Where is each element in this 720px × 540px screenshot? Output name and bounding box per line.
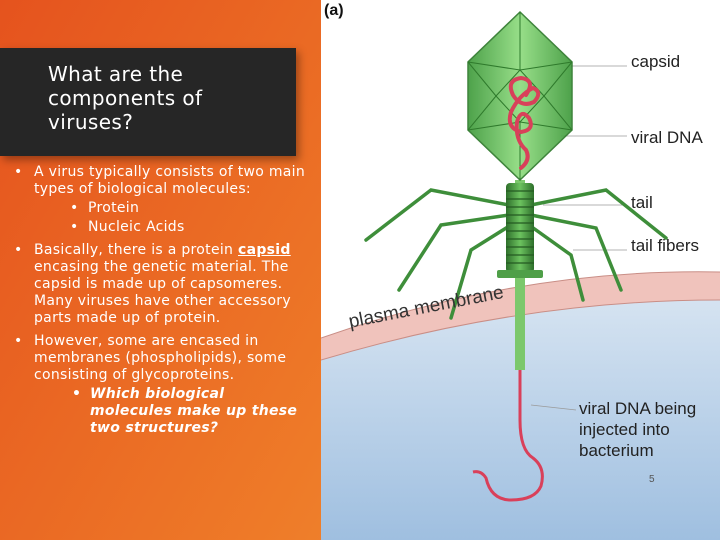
bacteriophage-figure: (a) capsid viral DNA tail tail fibers pl…	[321, 0, 720, 540]
sub-bullet-text: Protein	[88, 200, 140, 216]
bullet-item: • Basically, there is a protein capsid e…	[14, 242, 306, 327]
injected-dna	[472, 360, 544, 502]
bullet-list: • A virus typically consists of two main…	[14, 164, 306, 442]
capsid-head	[467, 10, 573, 182]
label-tail-fibers: tail fibers	[631, 236, 700, 255]
tail-sheath	[497, 183, 543, 278]
page-number: 5	[649, 474, 655, 485]
capsid-term: capsid	[237, 242, 291, 258]
label-tail: tail	[631, 193, 653, 212]
bullet-dot: •	[14, 242, 23, 258]
bullet-item: • However, some are encased in membranes…	[14, 333, 306, 437]
plasma-membrane	[321, 271, 720, 360]
bullet-dot: •	[70, 219, 79, 235]
label-viral-dna: viral DNA	[631, 128, 703, 147]
sub-bullet-item: • Which biological molecules make up the…	[72, 386, 306, 437]
label-dna-injection: viral DNA being injected into bacterium	[579, 399, 697, 460]
leader-lines	[530, 65, 627, 411]
title-box: What are the components of viruses?	[0, 48, 296, 156]
bullet-text-pre: Basically, there is a protein	[34, 242, 238, 258]
panel-label: (a)	[324, 2, 344, 19]
sub-bullet-item: • Protein	[70, 200, 306, 217]
bullet-text: A virus typically consists of two main t…	[34, 164, 306, 197]
bullet-text-post: encasing the genetic material. The capsi…	[34, 259, 291, 326]
sub-bullet-text: Nucleic Acids	[88, 219, 185, 235]
bullet-text: However, some are encased in membranes (…	[34, 333, 287, 383]
bullet-item: • A virus typically consists of two main…	[14, 164, 306, 236]
sub-bullet-item: • Nucleic Acids	[70, 219, 306, 236]
tail-fibers	[364, 188, 668, 320]
slide-title: What are the components of viruses?	[48, 62, 203, 134]
bullet-dot: •	[72, 386, 82, 402]
viral-dna	[507, 75, 541, 170]
bacteriophage-illustration	[321, 10, 720, 540]
bullet-dot: •	[70, 200, 79, 216]
bullet-dot: •	[14, 164, 23, 180]
bullet-dot: •	[14, 333, 23, 349]
label-capsid: capsid	[631, 52, 681, 71]
question-text: Which biological molecules make up these…	[90, 386, 298, 436]
